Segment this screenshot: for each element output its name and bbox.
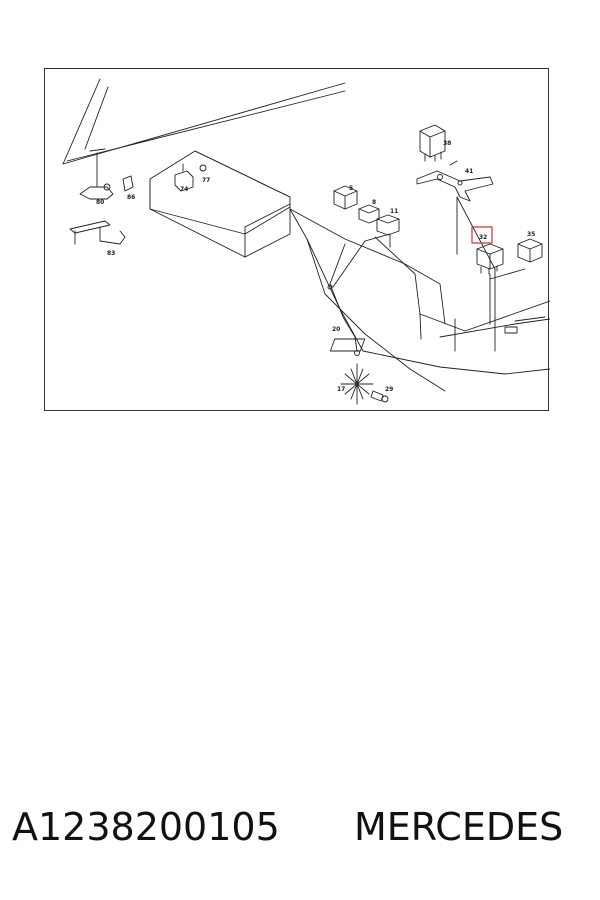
callout-label: 83 xyxy=(107,250,115,257)
bulb-holder-17 xyxy=(340,363,374,405)
sensor-80 xyxy=(79,168,114,200)
callout-label: 41 xyxy=(465,168,473,175)
callout-label: 77 xyxy=(202,177,210,184)
callout-label: 32 xyxy=(479,234,487,241)
clip-74 xyxy=(174,163,194,192)
callout-label: 20 xyxy=(332,326,340,333)
center-console xyxy=(289,208,550,392)
bulb-29 xyxy=(370,390,389,403)
switch-35 xyxy=(517,238,543,263)
bracket-41 xyxy=(416,160,496,270)
callout-label: 38 xyxy=(443,140,451,147)
clip-86 xyxy=(122,175,134,192)
callout-label: 17 xyxy=(337,386,345,393)
callout-label: 29 xyxy=(385,386,393,393)
callout-label: 8 xyxy=(372,199,376,206)
switch-11 xyxy=(364,214,400,248)
relay-38 xyxy=(419,124,446,162)
switch-32 xyxy=(476,243,526,325)
callout-label: 80 xyxy=(96,199,104,206)
part-caption: A1238200105 MERCEDES xyxy=(12,805,592,855)
floor-details xyxy=(329,268,546,352)
cable-20 xyxy=(327,240,366,356)
windshield-lines xyxy=(62,78,346,170)
callout-label: 86 xyxy=(127,194,135,201)
switch-5 xyxy=(333,185,358,210)
clip-77 xyxy=(199,164,207,172)
part-number: A1238200105 xyxy=(12,805,280,849)
callout-label: 74 xyxy=(180,186,188,193)
parts-diagram-drawing: 38 41 32 35 80 86 74 77 5 8 11 83 20 17 … xyxy=(62,78,550,405)
callout-label: 11 xyxy=(390,208,398,215)
harness-83 xyxy=(69,220,126,245)
callout-label: 35 xyxy=(527,231,535,238)
switch-8 xyxy=(358,204,380,224)
highlight-box xyxy=(471,226,493,244)
callout-labels: 38 41 32 35 80 86 74 77 5 8 11 83 20 17 … xyxy=(96,140,535,393)
parts-diagram: 38 41 32 35 80 86 74 77 5 8 11 83 20 17 … xyxy=(44,68,550,411)
brand-name: MERCEDES xyxy=(354,805,564,849)
dashboard-block xyxy=(149,150,291,258)
callout-label: 5 xyxy=(349,185,353,192)
